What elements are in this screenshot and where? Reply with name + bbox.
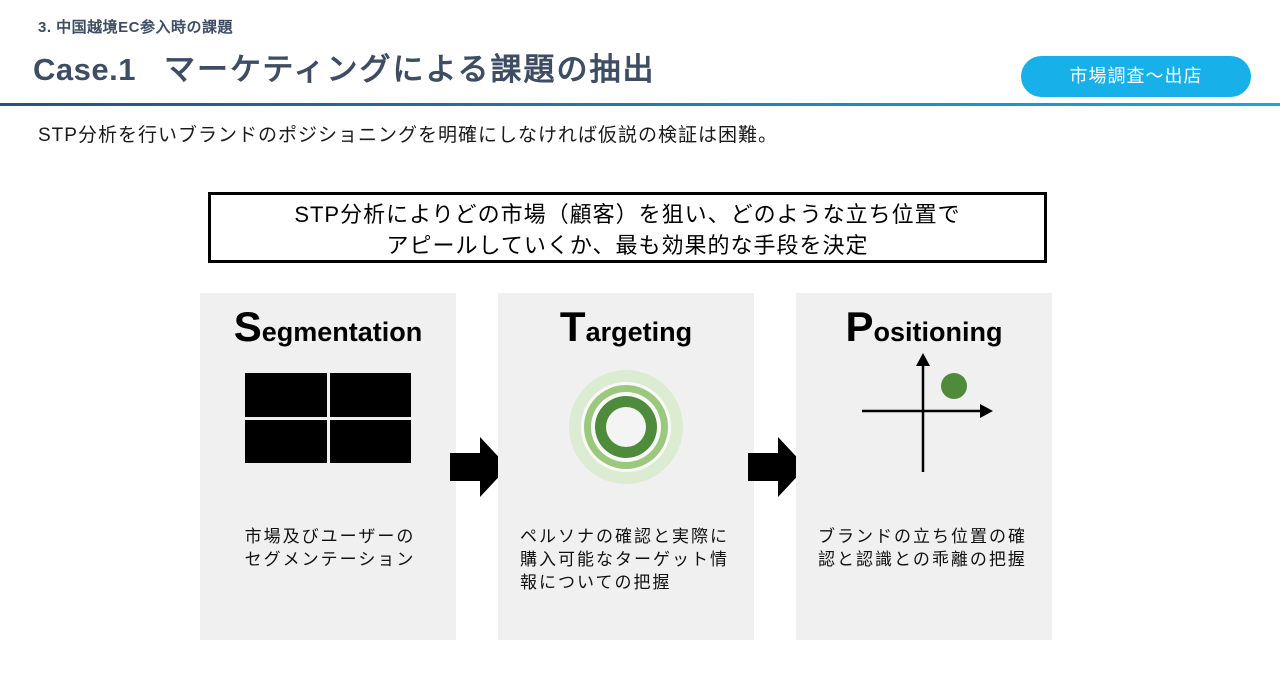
desc-line: ペルソナの確認と実際に bbox=[520, 527, 729, 546]
divider-line bbox=[0, 103, 1280, 106]
targeting-bullseye-icon bbox=[569, 370, 683, 484]
desc-line: 認と認識との乖離の把握 bbox=[818, 550, 1027, 569]
column-targeting-desc: ペルソナの確認と実際に 購入可能なターゲット情 報についての把握 bbox=[520, 525, 736, 594]
key-message-line-2: アピールしていくか、最も効果的な手段を決定 bbox=[386, 233, 869, 258]
desc-line: セグメンテーション bbox=[244, 550, 416, 569]
column-targeting-title: Targeting bbox=[559, 303, 693, 350]
grid-cell bbox=[245, 373, 327, 417]
desc-line: 市場及びユーザーの bbox=[244, 527, 416, 546]
column-positioning: Positioning ブランドの立ち位置の確 認と認識との乖離の把握 bbox=[796, 293, 1052, 640]
section-label: 3. 中国越境EC参入時の課題 bbox=[38, 19, 234, 36]
arrow-right-icon bbox=[450, 437, 508, 497]
segmentation-grid-icon bbox=[245, 373, 411, 463]
desc-line: 報についての把握 bbox=[520, 573, 672, 592]
grid-cell bbox=[245, 419, 327, 463]
key-message-box: STP分析によりどの市場（顧客）を狙い、どのような立ち位置で アピールしていくか… bbox=[208, 192, 1047, 263]
desc-line: ブランドの立ち位置の確 bbox=[818, 527, 1027, 546]
case-label: Case.1 bbox=[33, 52, 136, 87]
title-text: マーケティングによる課題の抽出 bbox=[163, 52, 656, 87]
phase-badge: 市場調査〜出店 bbox=[1021, 56, 1251, 97]
column-positioning-title: Positioning bbox=[845, 303, 1003, 350]
grid-cell bbox=[329, 373, 411, 417]
column-segmentation: Segmentation 市場及びユーザーの セグメンテーション bbox=[200, 293, 456, 640]
column-positioning-desc: ブランドの立ち位置の確 認と認識との乖離の把握 bbox=[818, 525, 1034, 571]
column-segmentation-title: Segmentation bbox=[233, 303, 423, 350]
page-title: Case.1 マーケティングによる課題の抽出 bbox=[33, 44, 656, 89]
subtitle: STP分析を行いブランドのポジショニングを明確にしなければ仮説の検証は困難。 bbox=[38, 125, 778, 146]
desc-line: 購入可能なターゲット情 bbox=[520, 550, 729, 569]
arrow-right-icon bbox=[748, 437, 806, 497]
positioning-axes-icon bbox=[862, 353, 993, 472]
column-targeting: Targeting ペルソナの確認と実際に 購入可能なターゲット情 報についての… bbox=[498, 293, 754, 640]
key-message-line-1: STP分析によりどの市場（顧客）を狙い、どのような立ち位置で bbox=[294, 202, 961, 227]
column-segmentation-desc: 市場及びユーザーの セグメンテーション bbox=[222, 525, 438, 571]
grid-cell bbox=[329, 419, 411, 463]
